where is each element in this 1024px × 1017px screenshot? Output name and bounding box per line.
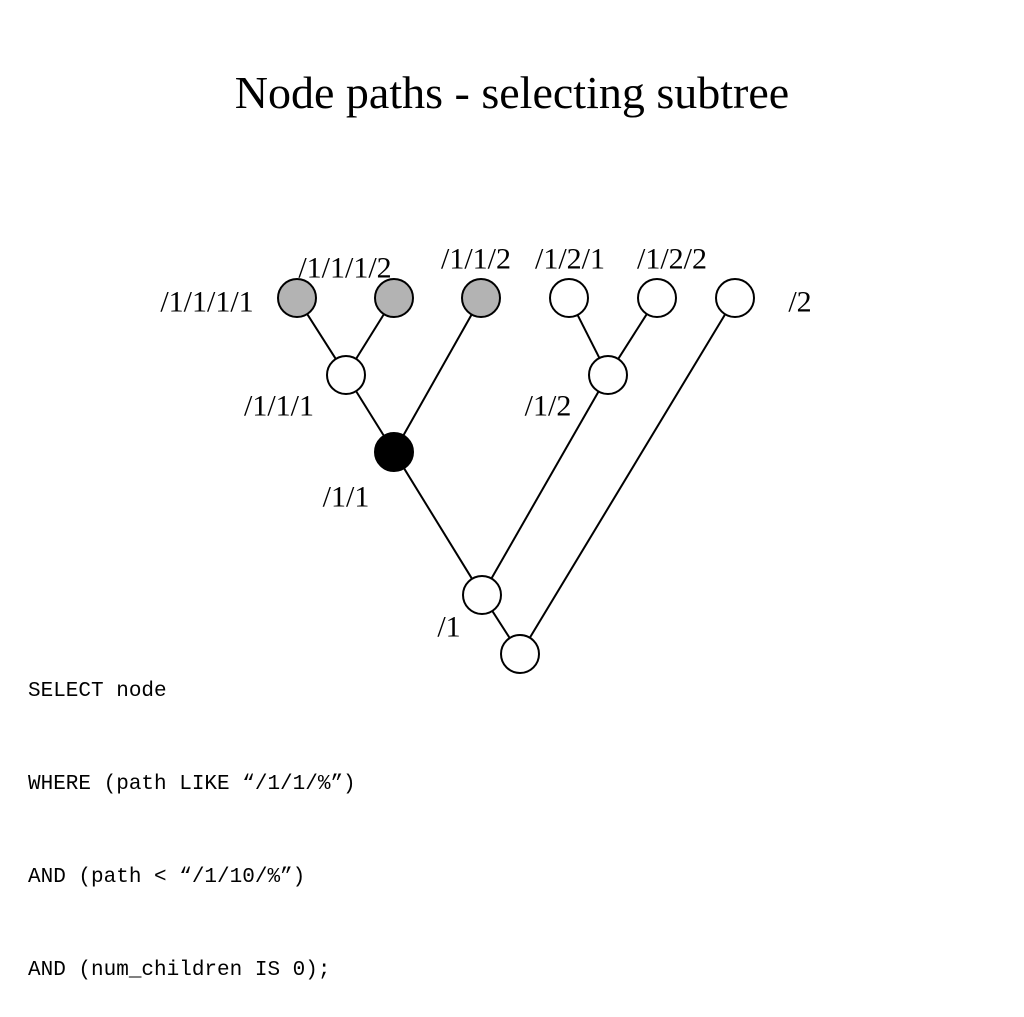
- node-path-label: /1/1/2: [441, 243, 511, 276]
- tree-edge: [576, 314, 601, 359]
- node-path-label: /1/2/2: [637, 243, 707, 276]
- sql-query: SELECT node WHERE (path LIKE “/1/1/%”) A…: [28, 614, 356, 1017]
- tree-edge: [491, 610, 511, 639]
- node-path-label: /1: [437, 611, 460, 644]
- node-path-label: /1/1/1: [244, 390, 314, 423]
- tree-node-result: [374, 278, 414, 318]
- sql-line-and-path: AND (path < “/1/10/%”): [28, 866, 306, 889]
- tree-node-normal: [500, 634, 540, 674]
- sql-line-and-children: AND (num_children IS 0);: [28, 959, 331, 982]
- node-path-label: /1/1/1/2: [298, 252, 391, 285]
- tree-edge: [402, 314, 473, 436]
- tree-node-normal: [326, 355, 366, 395]
- node-path-label: /2: [788, 286, 811, 319]
- tree-node-selected: [374, 432, 414, 472]
- tree-node-normal: [715, 278, 755, 318]
- slide-title: Node paths - selecting subtree: [234, 67, 790, 118]
- tree-edge: [528, 313, 727, 639]
- tree-edge: [403, 467, 473, 580]
- sql-line-where: WHERE (path LIKE “/1/1/%”): [28, 773, 356, 796]
- node-path-label: /1/2: [525, 390, 572, 423]
- tree-edge: [490, 390, 600, 580]
- node-path-label: /1/2/1: [535, 243, 605, 276]
- node-path-label: /1/1/1/1: [160, 286, 253, 319]
- tree-node-result: [461, 278, 501, 318]
- tree-nodes: [277, 278, 755, 674]
- tree-node-normal: [588, 355, 628, 395]
- tree-edges: [306, 313, 727, 639]
- sql-line-select: SELECT node: [28, 680, 167, 703]
- tree-edge: [355, 313, 385, 360]
- tree-labels: /1/1/1/1/1/1/1/1/1/1/1/1/1/2/1/1/2/1/2/1…: [160, 243, 811, 644]
- tree-node-normal: [637, 278, 677, 318]
- tree-edge: [617, 313, 648, 360]
- tree-node-normal: [549, 278, 589, 318]
- tree-node-normal: [462, 575, 502, 615]
- node-path-label: /1/1: [323, 481, 370, 514]
- tree-edge: [355, 390, 385, 437]
- tree-diagram: /1/1/1/1/1/1/1/1/1/1/1/1/1/2/1/1/2/1/2/1…: [160, 243, 812, 674]
- tree-edge: [306, 313, 337, 360]
- tree-node-result: [277, 278, 317, 318]
